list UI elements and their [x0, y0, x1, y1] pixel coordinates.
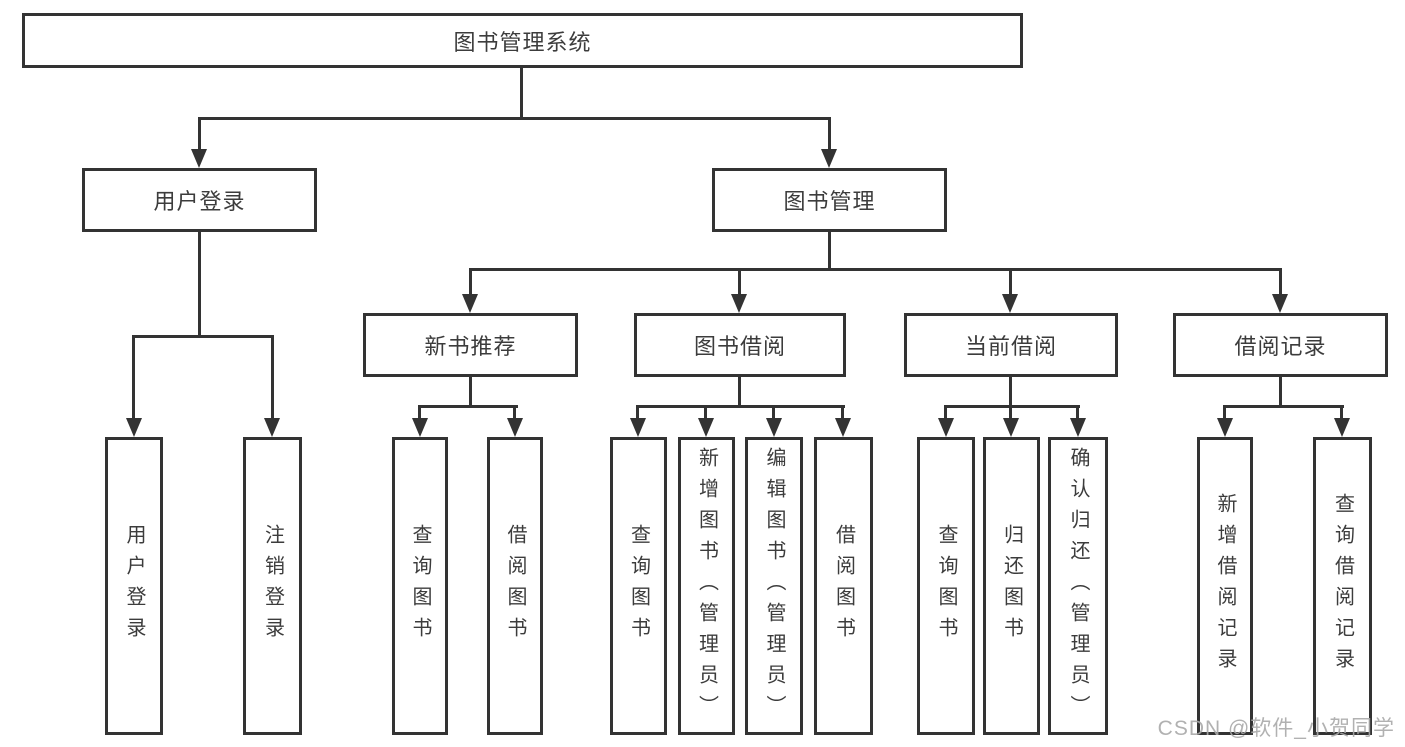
connector-vline	[513, 405, 516, 421]
connector-vline	[198, 232, 201, 338]
arrowhead-down-icon	[462, 294, 478, 313]
leaf-confirm-return-admin: 确认归还（管理员）	[1048, 437, 1108, 735]
leaf-logout: 注销登录	[243, 437, 302, 735]
node-book-borrow: 图书借阅	[634, 313, 846, 377]
connector-hline	[419, 405, 518, 408]
watermark: CSDN @软件_小贺同学	[1157, 717, 1395, 740]
connector-vline	[1009, 405, 1012, 421]
leaf-label: 查询图书	[409, 524, 431, 648]
connector-vline	[469, 268, 472, 297]
connector-vline	[828, 232, 831, 271]
arrowhead-down-icon	[630, 418, 646, 437]
node-root-label: 图书管理系统	[453, 29, 592, 55]
arrowhead-down-icon	[1070, 418, 1086, 437]
connector-hline	[469, 268, 1282, 271]
node-borrow-record-label: 借阅记录	[1234, 334, 1327, 359]
leaf-label: 查询借阅记录	[1331, 493, 1354, 679]
connector-vline	[636, 405, 639, 421]
leaf-label: 查询图书	[627, 524, 650, 648]
arrowhead-down-icon	[412, 418, 428, 437]
leaf-query-books-3: 查询图书	[917, 437, 975, 735]
leaf-label: 借阅图书	[832, 524, 855, 648]
node-new-book-recommend-label: 新书推荐	[424, 334, 517, 359]
connector-vline	[1279, 268, 1282, 297]
connector-vline	[1340, 405, 1343, 421]
leaf-label: 编辑图书（管理员）	[763, 446, 785, 726]
connector-hline	[133, 335, 274, 338]
connector-vline	[520, 68, 523, 119]
connector-vline	[1009, 268, 1012, 297]
leaf-label: 归还图书	[1000, 524, 1023, 648]
leaf-edit-books-admin: 编辑图书（管理员）	[745, 437, 803, 735]
leaf-query-borrow-record: 查询借阅记录	[1313, 437, 1372, 735]
connector-hline	[945, 405, 1080, 408]
leaf-borrow-books-1: 借阅图书	[487, 437, 543, 735]
connector-vline	[772, 405, 775, 421]
connector-vline	[704, 405, 707, 421]
leaf-query-books-1: 查询图书	[392, 437, 448, 735]
arrowhead-down-icon	[698, 418, 714, 437]
arrowhead-down-icon	[821, 149, 837, 168]
connector-vline	[1009, 377, 1012, 408]
connector-vline	[1076, 405, 1079, 421]
connector-hline	[198, 117, 831, 120]
leaf-label: 新增图书（管理员）	[695, 446, 718, 726]
arrowhead-down-icon	[1272, 294, 1288, 313]
leaf-label: 查询图书	[935, 524, 957, 648]
arrowhead-down-icon	[938, 418, 954, 437]
arrowhead-down-icon	[835, 418, 851, 437]
connector-vline	[198, 117, 201, 151]
connector-vline	[944, 405, 947, 421]
connector-vline	[271, 335, 274, 421]
connector-hline	[1224, 405, 1344, 408]
node-borrow-record: 借阅记录	[1173, 313, 1388, 377]
node-book-borrow-label: 图书借阅	[693, 334, 786, 359]
connector-vline	[841, 405, 844, 421]
leaf-label: 借阅图书	[504, 524, 526, 648]
leaf-add-borrow-record: 新增借阅记录	[1197, 437, 1253, 735]
arrowhead-down-icon	[1217, 418, 1233, 437]
node-current-borrow: 当前借阅	[904, 313, 1118, 377]
node-user-login: 用户登录	[82, 168, 317, 232]
arrowhead-down-icon	[1002, 294, 1018, 313]
arrowhead-down-icon	[264, 418, 280, 437]
node-user-login-label: 用户登录	[153, 189, 246, 214]
arrowhead-down-icon	[1003, 418, 1019, 437]
leaf-query-books-2: 查询图书	[610, 437, 667, 735]
leaf-add-books-admin: 新增图书（管理员）	[678, 437, 735, 735]
connector-hline	[637, 405, 845, 408]
leaf-label: 新增借阅记录	[1214, 493, 1236, 679]
leaf-borrow-books-2: 借阅图书	[814, 437, 873, 735]
leaf-label: 确认归还（管理员）	[1067, 446, 1089, 726]
node-book-management-label: 图书管理	[783, 189, 876, 214]
connector-vline	[828, 117, 831, 151]
leaf-label: 注销登录	[261, 524, 284, 648]
node-root: 图书管理系统	[22, 13, 1023, 68]
node-book-management: 图书管理	[712, 168, 947, 232]
arrowhead-down-icon	[191, 149, 207, 168]
node-new-book-recommend: 新书推荐	[363, 313, 578, 377]
connector-vline	[738, 377, 741, 408]
connector-vline	[418, 405, 421, 421]
arrowhead-down-icon	[1334, 418, 1350, 437]
connector-vline	[738, 268, 741, 297]
leaf-label: 用户登录	[123, 524, 145, 648]
arrowhead-down-icon	[731, 294, 747, 313]
connector-vline	[1279, 377, 1282, 408]
node-current-borrow-label: 当前借阅	[964, 334, 1057, 359]
connector-vline	[1223, 405, 1226, 421]
leaf-user-login: 用户登录	[105, 437, 163, 735]
arrowhead-down-icon	[766, 418, 782, 437]
connector-vline	[132, 335, 135, 421]
arrowhead-down-icon	[126, 418, 142, 437]
leaf-return-books: 归还图书	[983, 437, 1040, 735]
arrowhead-down-icon	[507, 418, 523, 437]
connector-vline	[469, 377, 472, 408]
